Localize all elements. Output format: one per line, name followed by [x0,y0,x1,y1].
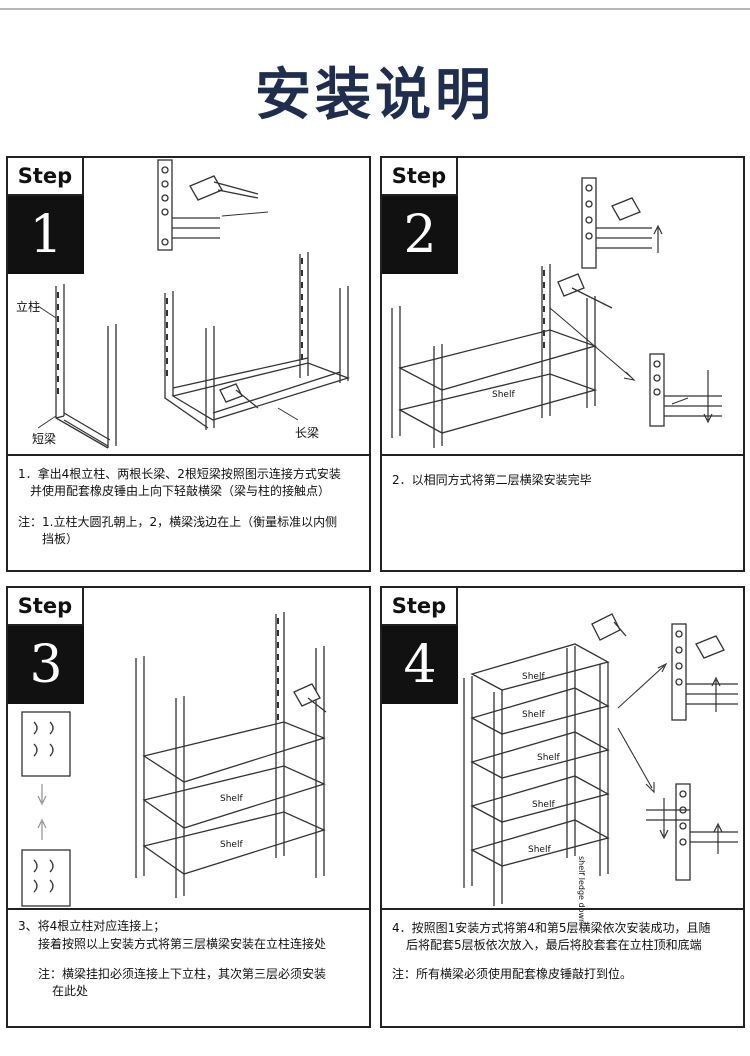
step-1-label: Step [8,158,84,196]
step-4-shelf-label-1: Shelf [522,672,545,682]
step-4-line-3: 注：所有横梁必须使用配套橡皮锤敲打到位。 [392,967,633,981]
top-rule [0,8,750,10]
step-4-label: Step [382,588,458,626]
step-2-number: 2 [382,196,458,274]
step-1-number: 1 [8,196,84,274]
step-1-line-2: 并使用配套橡皮锤由上向下轻敲横梁（梁与柱的接触点） [30,484,331,498]
step-3-line-3: 注：横梁挂扣必须连接上下立柱，其次第三层必须安装 [38,967,327,981]
step-4-shelf-label-4: Shelf [532,800,555,810]
step-1-post-label: 立柱 [16,300,41,314]
step-4-number: 4 [382,626,458,704]
step-4-illustration [463,613,738,906]
step-4-line-2: 后将配套5层板依次放入，最后将胶套套在立柱顶和底端 [406,938,702,952]
page-title: 安装说明 [255,63,495,128]
step-4-card: Step 4 Shelf Shelf Shelf Shelf Shelf sh [380,586,745,1028]
step-4-line-1: 4．按照图1安装方式将第4和第5层横梁依次安装成功，且随 [392,921,711,935]
step-3-illustration [21,612,327,907]
step-3-card: Step 3 Shelf Shelf 3、将4根立柱对应连接上； 接着按照以上安… [6,586,371,1028]
step-2-card: Step 2 Shelf 2．以相同方式将第二层横梁安装完毕 [380,156,745,572]
step-3-shelf-a-label: Shelf [220,794,243,804]
step-3-label: Step [8,588,84,626]
step-1-line-4: 挡板） [42,532,79,546]
step-1-divider [8,454,369,456]
step-1-long-beam-label: 长梁 [295,426,320,440]
step-2-line-1: 2．以相同方式将第二层横梁安装完毕 [392,473,592,487]
step-1-line-1: 1．拿出4根立柱、两根长梁、2根短梁按照图示连接方式安装 [18,467,341,481]
step-2-label: Step [382,158,458,196]
step-3-shelf-b-label: Shelf [220,840,243,850]
step-3-line-1: 3、将4根立柱对应连接上； [18,919,166,933]
step-4-shelf-label-2: Shelf [522,710,545,720]
step-2-divider [382,454,743,456]
step-1-illustration [37,159,351,449]
step-2-shelf-label: Shelf [492,390,515,400]
step-2-illustration [391,177,722,448]
step-3-line-4: 在此处 [52,984,89,998]
step-4-shelf-label-5: Shelf [528,845,551,855]
step-1-card: Step 1 立柱 短梁 长梁 1．拿出4根立柱、两根长梁、2根短梁按照图示连接… [6,156,371,572]
step-4-ledge-label: shelf ledge down [577,856,586,925]
step-4-shelf-label-3: Shelf [537,753,560,763]
step-1-short-beam-label: 短梁 [32,432,57,446]
step-3-number: 3 [8,626,84,704]
step-3-line-2: 接着按照以上安装方式将第三层横梁安装在立柱连接处 [38,937,327,951]
step-4-divider [382,908,743,910]
step-1-line-3: 注：1.立柱大圆孔朝上，2，横梁浅边在上（衡量标准以内侧 [18,515,338,529]
step-3-divider [8,908,369,910]
